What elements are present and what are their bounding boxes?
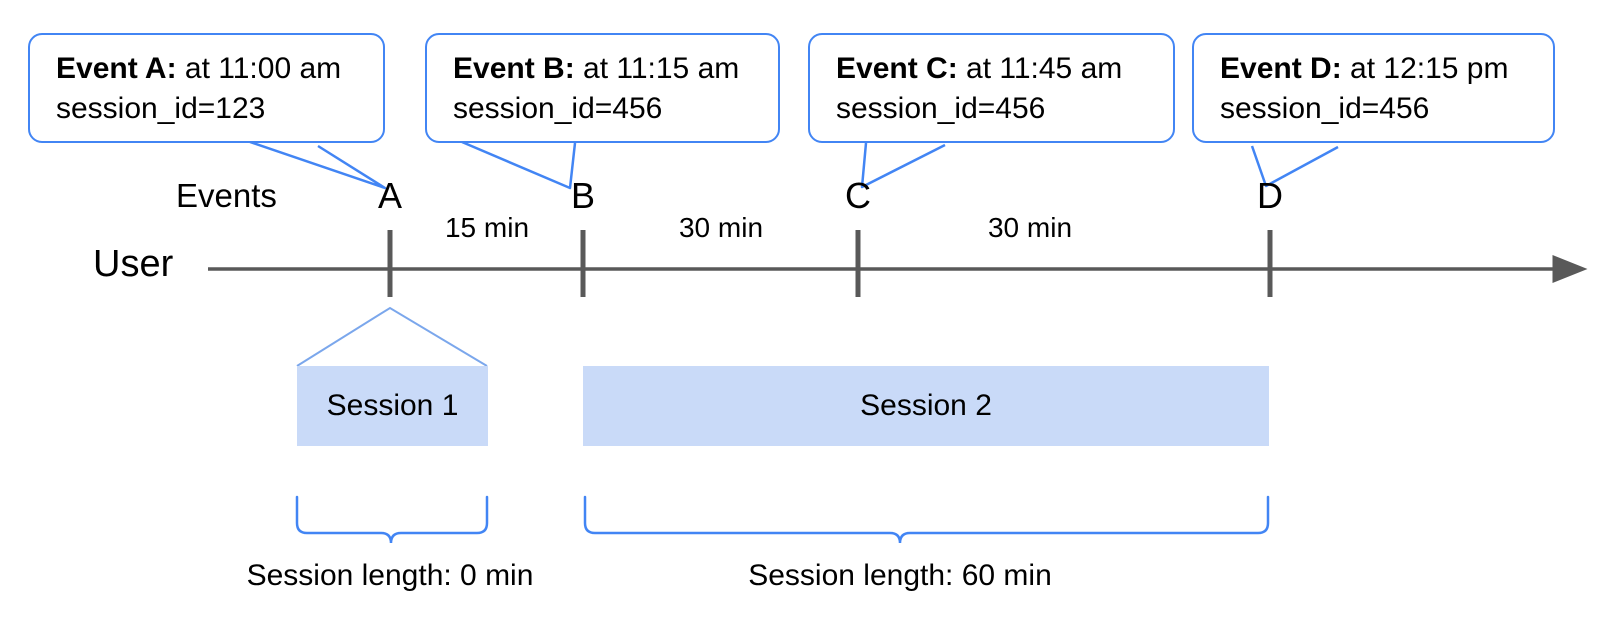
tick-label-b: B bbox=[570, 175, 596, 216]
gap-label-c-d: 30 min bbox=[987, 212, 1073, 243]
user-row-label: User bbox=[93, 243, 174, 285]
session1-brace bbox=[295, 495, 489, 544]
callout-event-d-name: Event D: bbox=[1220, 52, 1342, 85]
callout-event-d-time: at 12:15 pm bbox=[1350, 52, 1509, 85]
callout-tail-c bbox=[860, 142, 946, 189]
gap-label-b-c: 30 min bbox=[678, 212, 764, 243]
callout-event-a[interactable]: Event A: at 11:00 am session_id=123 bbox=[28, 33, 385, 143]
callout-event-b[interactable]: Event B: at 11:15 am session_id=456 bbox=[425, 33, 780, 143]
callout-tail-b bbox=[461, 140, 577, 190]
callout-event-b-time: at 11:15 am bbox=[583, 52, 740, 85]
callout-event-b-session-id: session_id=456 bbox=[453, 91, 663, 125]
tick-label-c: C bbox=[845, 175, 871, 216]
session-bar-2[interactable]: Session 2 bbox=[583, 366, 1269, 446]
callout-event-a-time: at 11:00 am bbox=[184, 52, 342, 85]
tick-label-d: D bbox=[1257, 175, 1283, 216]
callout-event-d-session-id: session_id=456 bbox=[1220, 91, 1430, 125]
callout-event-b-name: Event B: bbox=[453, 52, 575, 85]
callout-event-a-name: Event A: bbox=[56, 52, 177, 85]
callout-event-c-name: Event C: bbox=[836, 52, 958, 85]
session-1-length-label: Session length: 0 min bbox=[246, 559, 534, 592]
session1-connector bbox=[296, 306, 488, 367]
callout-event-a-session-id: session_id=123 bbox=[56, 91, 266, 125]
callout-event-c[interactable]: Event C: at 11:45 am session_id=456 bbox=[808, 33, 1175, 143]
callout-event-c-session-id: session_id=456 bbox=[836, 91, 1046, 125]
gap-label-a-b: 15 min bbox=[444, 212, 530, 243]
session-bar-1[interactable]: Session 1 bbox=[297, 366, 488, 446]
session-2-length-label: Session length: 60 min bbox=[748, 559, 1052, 592]
callout-event-c-time: at 11:45 am bbox=[966, 52, 1123, 85]
events-row-label: Events bbox=[176, 177, 277, 214]
tick-label-a: A bbox=[377, 175, 403, 216]
callout-event-d[interactable]: Event D: at 12:15 pm session_id=456 bbox=[1192, 33, 1555, 143]
session-bar-1-label: Session 1 bbox=[326, 389, 459, 422]
session-bar-2-label: Session 2 bbox=[860, 389, 992, 422]
session2-brace bbox=[583, 495, 1270, 544]
